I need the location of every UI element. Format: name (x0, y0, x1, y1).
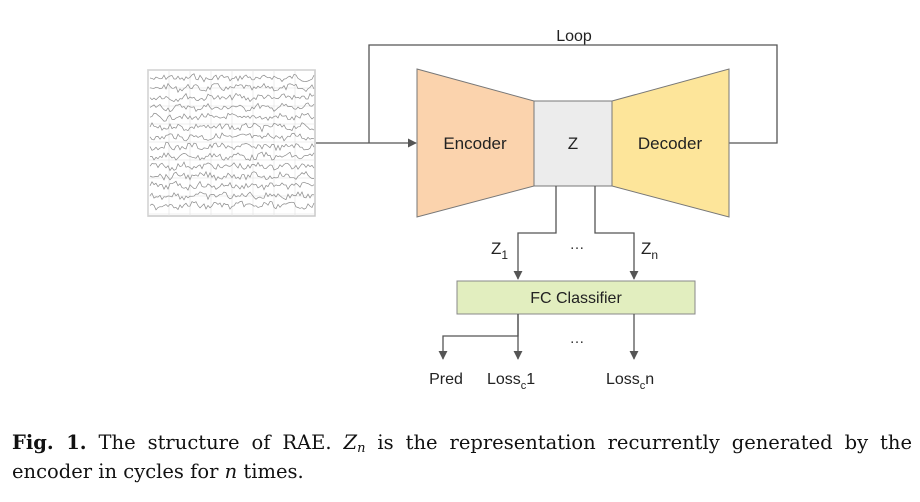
zn-label: Zn (641, 239, 658, 262)
loop-connector (368, 44, 778, 144)
lossn-label: Losscn (606, 371, 654, 392)
z1-subscript: 1 (501, 248, 508, 262)
loop-label: Loop (556, 28, 592, 45)
z1-connector (513, 186, 557, 280)
z1-label: Z1 (491, 239, 508, 262)
caption-text-2: is the representation recurrently genera… (12, 431, 912, 483)
lossn-subscript: c (640, 380, 646, 392)
caption-text-3: times. (237, 460, 304, 483)
decoder-label: Decoder (638, 134, 703, 153)
fc-classifier-block (456, 280, 696, 315)
encoder-label: Encoder (443, 134, 507, 153)
eeg-signal-image (147, 69, 316, 217)
ellipsis-bottom: … (570, 330, 585, 347)
latent-label: Z (568, 134, 578, 153)
decoder-block (611, 68, 730, 218)
zn-subscript: n (651, 248, 658, 262)
ellipsis-top: … (570, 236, 585, 253)
figure-label: Fig. 1. (12, 431, 87, 454)
zn-connector (594, 186, 639, 280)
caption-math-n: n (224, 460, 238, 483)
loss1-label: Lossc1 (487, 371, 535, 392)
caption-math-zn: Zn (343, 431, 366, 456)
caption-text-1: The structure of RAE. (86, 431, 344, 454)
rae-diagram: Loop Encoder Z Decoder Z1 Zn … FC Classi… (147, 28, 778, 392)
latent-block (533, 100, 613, 187)
fc-classifier-label: FC Classifier (530, 290, 622, 307)
pred-label: Pred (429, 371, 463, 388)
pred-connector (438, 314, 519, 360)
figure-caption: Fig. 1. The structure of RAE. Zn is the … (12, 428, 912, 486)
loss1-subscript: c (521, 380, 527, 392)
